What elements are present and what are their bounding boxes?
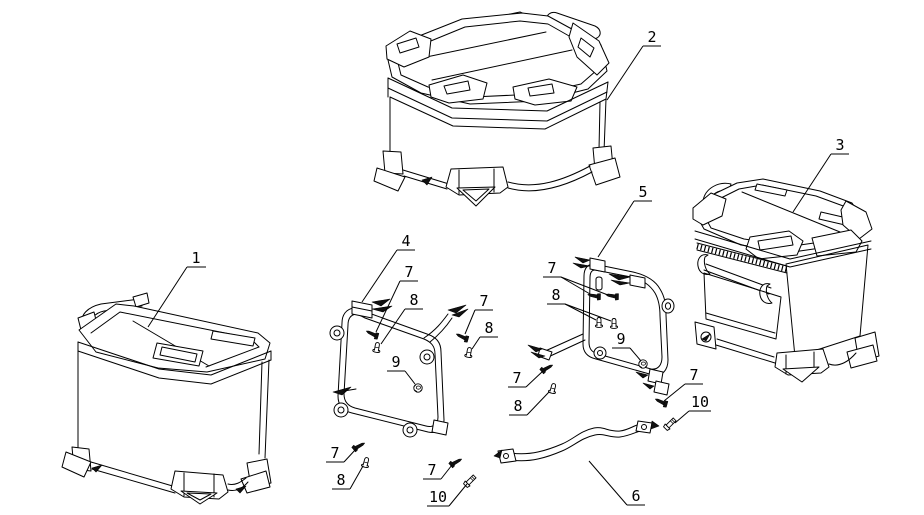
callout-label-9: 9 <box>616 330 625 348</box>
callout-label-8: 8 <box>513 397 522 415</box>
leader-line <box>589 461 627 505</box>
screw-part <box>350 439 367 453</box>
leader-line <box>381 309 405 344</box>
leader-line <box>465 310 475 334</box>
top-case-corner-guard <box>386 31 431 67</box>
pin-part <box>547 382 559 395</box>
leader-line <box>350 466 363 489</box>
leader-line <box>561 277 608 295</box>
pin-part <box>372 341 382 354</box>
callout-label-3: 3 <box>835 136 844 154</box>
nut-part <box>638 359 648 369</box>
screw-part <box>454 330 471 344</box>
leader-line <box>526 371 543 387</box>
right-side-case <box>693 179 879 382</box>
support-bar <box>494 421 659 463</box>
leader-line <box>148 267 187 327</box>
frame-right-hook-bracket <box>590 258 605 272</box>
callout-label-7: 7 <box>404 263 413 281</box>
leader-line <box>565 304 596 320</box>
callout-label-7: 7 <box>427 461 436 479</box>
leader-line <box>449 484 467 506</box>
leader-line <box>405 371 415 384</box>
leader-line <box>472 337 480 349</box>
leader-line <box>441 465 452 479</box>
leader-line <box>561 277 590 294</box>
right-case-corner-guard <box>693 193 726 225</box>
callout-label-7: 7 <box>479 292 488 310</box>
callout-label-5: 5 <box>638 183 647 201</box>
top-case-corner-guard <box>429 75 487 103</box>
leader-line <box>598 201 634 257</box>
screw-part <box>653 395 670 409</box>
leader-line <box>376 281 400 332</box>
leader-line <box>344 449 356 462</box>
callout-label-4: 4 <box>401 232 410 250</box>
callout-label-10: 10 <box>691 393 709 411</box>
bolt-part <box>662 416 678 432</box>
mounting-frame-left <box>330 299 468 437</box>
callout-label-7: 7 <box>547 259 556 277</box>
leader-line <box>664 384 685 401</box>
leader-line <box>527 392 549 415</box>
callouts: 1 2 3 4 7 8 7 8 9 5 7 8 9 7 8 7 10 7 8 7 10 6 <box>148 28 849 506</box>
callout-label-7: 7 <box>689 366 698 384</box>
leader-line <box>630 348 641 361</box>
left-case-latch <box>153 343 203 366</box>
left-side-case <box>62 293 271 504</box>
pin-part <box>594 317 604 328</box>
top-case-corner-guard <box>513 79 577 105</box>
callout-label-10: 10 <box>429 488 447 506</box>
nut-part <box>413 383 423 393</box>
leader-line <box>607 46 643 100</box>
mounting-frame-right <box>528 257 674 395</box>
callout-label-6: 6 <box>631 487 640 505</box>
leader-line <box>565 304 611 321</box>
leader-line <box>793 154 831 212</box>
left-case-lid <box>79 304 270 372</box>
callout-label-7: 7 <box>330 444 339 462</box>
callout-label-8: 8 <box>484 319 493 337</box>
callout-label-8: 8 <box>409 291 418 309</box>
callout-label-2: 2 <box>647 28 656 46</box>
callout-label-8: 8 <box>551 286 560 304</box>
screw-part <box>604 291 620 301</box>
top-case <box>374 12 620 206</box>
right-case-latch <box>746 231 803 259</box>
leader-line <box>362 250 397 302</box>
callout-label-1: 1 <box>191 249 200 267</box>
callout-label-8: 8 <box>336 471 345 489</box>
callout-label-7: 7 <box>512 369 521 387</box>
callout-label-9: 9 <box>391 353 400 371</box>
leader-line <box>675 411 689 423</box>
pin-part <box>609 318 619 329</box>
top-case-corner-guard <box>569 23 609 75</box>
